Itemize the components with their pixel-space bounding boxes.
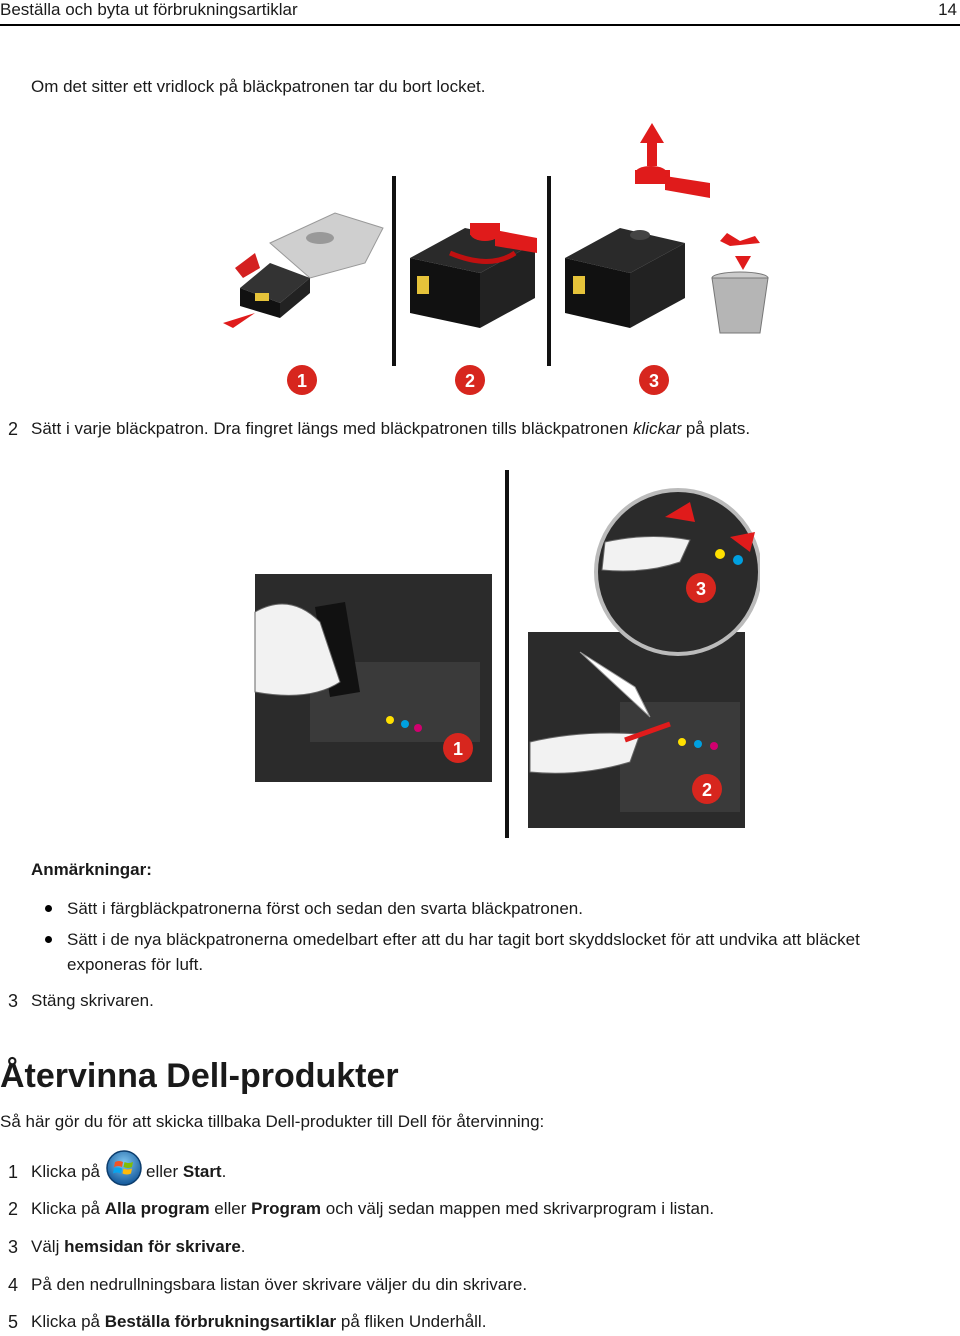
notes-heading: Anmärkningar:: [31, 860, 152, 879]
order-supplies-label: Beställa förbrukningsartiklar: [104, 1312, 337, 1331]
step-number: 2: [8, 419, 19, 439]
svg-text:1: 1: [297, 371, 307, 391]
section-intro: Så här gör du för att skicka tillbaka De…: [0, 1112, 545, 1131]
step-text-part: Välj: [31, 1237, 65, 1256]
step-text-part: på fliken Underhåll.: [336, 1312, 487, 1331]
step-text-part: på plats.: [681, 419, 751, 438]
all-programs-label: Alla program: [104, 1199, 210, 1218]
svg-text:1: 1: [453, 739, 463, 759]
step-number: 1: [8, 1162, 19, 1182]
arrow-icon: [223, 313, 255, 328]
intro-text: Om det sitter ett vridlock på bläckpatro…: [31, 77, 486, 96]
cartridge-insertion-illustration: 1 3 2: [254, 470, 760, 838]
step-text: Klicka på Alla program eller Program och…: [31, 1198, 714, 1220]
step-text-part: Klicka på: [31, 1312, 105, 1331]
bullet-icon: [45, 936, 52, 943]
step-text-part: eller: [209, 1199, 252, 1218]
cartridge-without-cap: [565, 228, 685, 328]
step-text-part: Klicka på: [31, 1162, 100, 1181]
step-text: Stäng skrivaren.: [31, 991, 154, 1010]
separator-line: [547, 176, 551, 366]
header-title: Beställa och byta ut förbrukningsartikla…: [0, 0, 298, 19]
step-text: Klicka på: [31, 1161, 100, 1183]
svg-text:3: 3: [696, 579, 706, 599]
section-title: Återvinna Dell-produkter: [0, 1057, 399, 1095]
step-text-part: Klicka på: [31, 1199, 105, 1218]
svg-text:2: 2: [702, 780, 712, 800]
step-text: Välj hemsidan för skrivare.: [31, 1236, 246, 1258]
note-item: Sätt i färgbläckpatronerna först och sed…: [67, 899, 583, 918]
step-badge-1: 1: [287, 365, 317, 395]
removed-cap: [635, 123, 710, 198]
trash-can-icon: [711, 233, 769, 334]
step-text: Sätt i varje bläckpatron. Dra fingret lä…: [31, 418, 750, 440]
step-number: 3: [8, 991, 19, 1011]
start-label: Start: [182, 1162, 222, 1181]
step-number: 4: [8, 1275, 19, 1295]
step-text-part: eller: [146, 1162, 183, 1181]
step-text-part: .: [221, 1162, 227, 1181]
step-badge-2: 2: [692, 774, 722, 804]
step-badge-3: 3: [639, 365, 669, 395]
cartridge-with-cap: [410, 223, 537, 328]
step-number: 2: [8, 1199, 19, 1219]
magnifier-callout: [579, 488, 760, 718]
svg-text:2: 2: [465, 371, 475, 391]
bullet-icon: [45, 905, 52, 912]
step-badge-1: 1: [443, 733, 473, 763]
step-text-part: och välj sedan mappen med skrivarprogram…: [321, 1199, 715, 1218]
step-text-part: .: [240, 1237, 246, 1256]
page-number: 14: [938, 0, 957, 19]
separator-line: [392, 176, 396, 366]
separator-line: [505, 470, 509, 838]
page-header: Beställa och byta ut förbrukningsartikla…: [0, 0, 960, 26]
step-text: Klicka på Beställa förbrukningsartiklar …: [31, 1311, 486, 1333]
header-rule: [0, 24, 960, 26]
programs-label: Program: [251, 1199, 322, 1218]
step-text-part: På den nedrullningsbara listan över skri…: [31, 1275, 528, 1294]
step-number: 5: [8, 1312, 19, 1332]
note-item-continuation: exponeras för luft.: [67, 955, 204, 974]
note-item: Sätt i de nya bläckpatronerna omedelbart…: [67, 930, 860, 949]
windows-start-icon[interactable]: [105, 1149, 143, 1187]
step-text: På den nedrullningsbara listan över skri…: [31, 1274, 527, 1296]
svg-text:3: 3: [649, 371, 659, 391]
step-text-continued: eller Start.: [146, 1161, 226, 1183]
step-badge-2: 2: [455, 365, 485, 395]
step-number: 3: [8, 1237, 19, 1257]
foil-package: [269, 212, 384, 279]
step-text-part: Sätt i varje bläckpatron. Dra fingret lä…: [31, 419, 633, 438]
step-text-italic: klickar: [632, 419, 682, 438]
cartridge-cap-removal-illustration: 1 2 3: [223, 123, 769, 395]
cartridge-unpacked: [235, 253, 310, 318]
step-badge-3: 3: [686, 573, 716, 603]
printer-home-label: hemsidan för skrivare: [64, 1237, 241, 1256]
